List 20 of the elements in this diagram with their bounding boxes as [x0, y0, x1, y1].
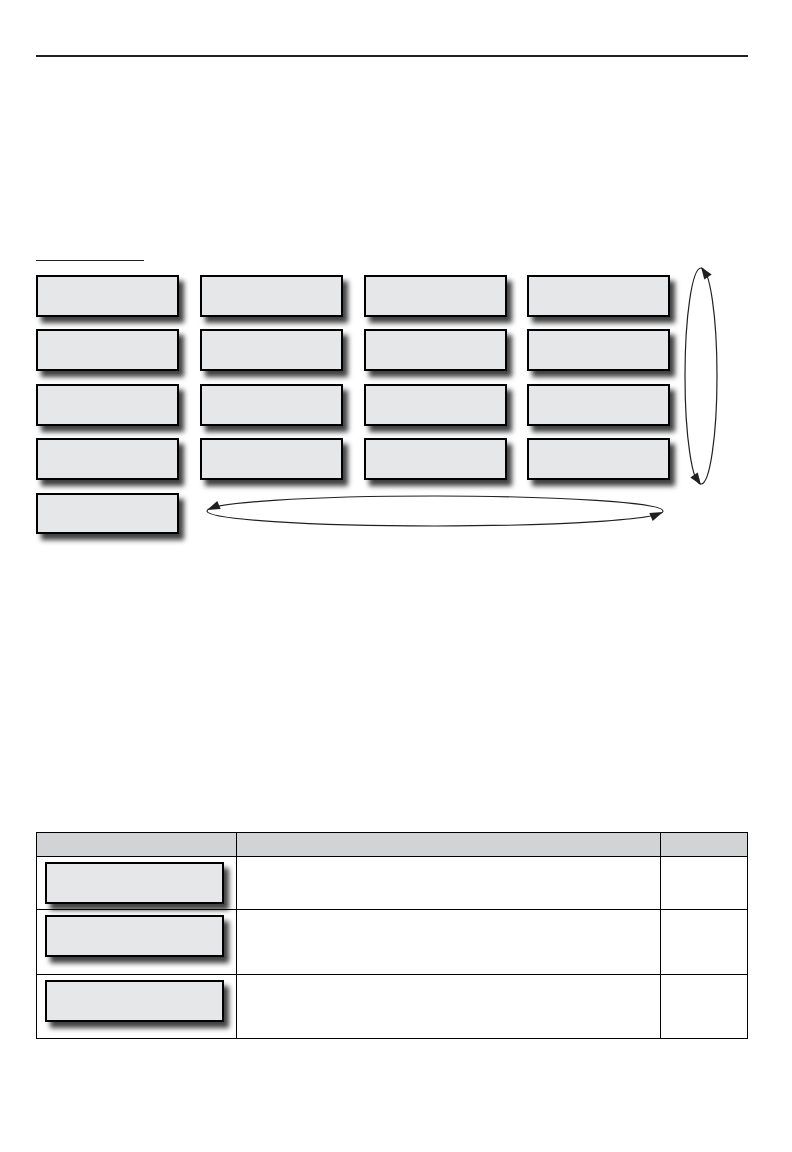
display-panel — [364, 275, 507, 317]
display-panel — [36, 329, 179, 371]
display-panel — [45, 980, 224, 1022]
display-panel — [527, 438, 670, 480]
display-panel — [200, 329, 343, 371]
display-panel — [527, 384, 670, 426]
display-panel — [45, 862, 224, 904]
display-panel — [36, 493, 179, 534]
display-panel — [527, 275, 670, 317]
display-panel — [200, 275, 343, 317]
display-panel — [364, 329, 507, 371]
display-panel — [364, 438, 507, 480]
display-panel — [36, 275, 179, 317]
display-panel — [527, 329, 670, 371]
display-panel — [200, 438, 343, 480]
display-panel — [36, 438, 179, 480]
display-panel — [36, 384, 179, 426]
display-panel — [200, 384, 343, 426]
display-panel — [364, 384, 507, 426]
display-panel — [45, 915, 224, 957]
